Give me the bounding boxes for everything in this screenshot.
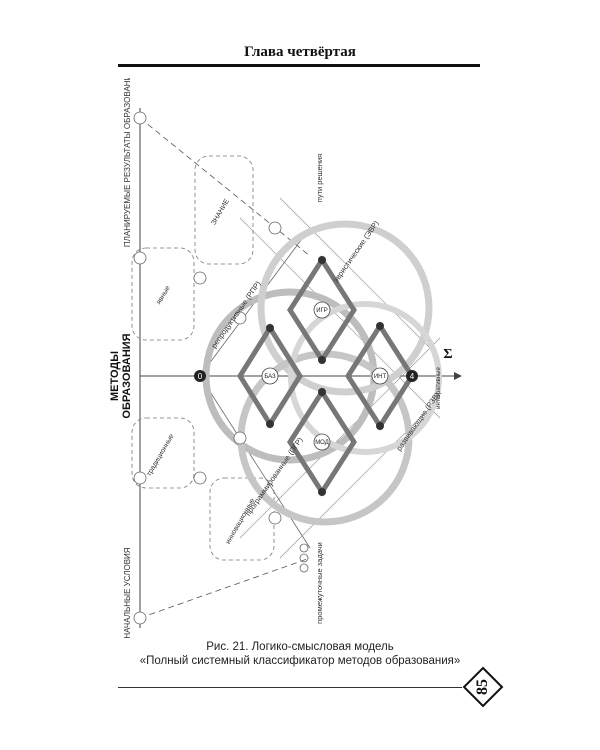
axis-arrow: [454, 372, 462, 380]
path-node: [233, 431, 247, 445]
caption-line-2: «Полный системный классификатор методов …: [139, 655, 461, 667]
running-header: Глава четвёртая: [244, 44, 356, 60]
task-circle: [299, 543, 309, 553]
vertex-node: [376, 322, 384, 330]
path-node: [268, 221, 282, 235]
caption-line-1: Рис. 21. Логико-смысловая модель: [206, 641, 394, 653]
label-integrative: интегративные: [436, 367, 442, 409]
path-node: [193, 271, 207, 285]
page-number: 85: [474, 679, 491, 695]
group-yavnoe: [131, 247, 195, 341]
diamond-igr: [287, 255, 357, 365]
header-rule: [118, 64, 480, 67]
diamond-basic: [237, 323, 303, 429]
circle-heuristic: [257, 220, 433, 396]
footer-rule: [118, 687, 462, 688]
label-reproductive: репродуктивные (РПР): [209, 279, 262, 350]
label-basic: БАЗ: [264, 374, 276, 380]
label-znanie: ЗНАНИЕ: [210, 198, 231, 227]
center-igr: [313, 301, 331, 319]
task-circle: [299, 553, 309, 563]
vertex-node: [318, 256, 326, 264]
page-number-frame: [462, 666, 504, 708]
node-0-label: 0: [198, 372, 203, 381]
vertex-node: [266, 324, 274, 332]
label-traditional: традиционные: [146, 433, 176, 478]
vertex-node: [376, 422, 384, 430]
path-node: [233, 311, 247, 325]
guide-line: [279, 197, 431, 349]
label-methods-line1: МЕТОДЫ: [109, 351, 121, 401]
classifier-diagram: 0 4 БАЗ ИГР МОД ИНТ ПЛАНИРУЕМЫЕ РЕЗУЛЬТА…: [109, 78, 462, 638]
task-circle: [299, 563, 309, 573]
path-node: [193, 471, 207, 485]
label-solution-paths: пути решения: [315, 154, 324, 202]
path-node: [133, 251, 147, 265]
lower-ray: [199, 375, 311, 549]
bottom-diagonal: [139, 557, 311, 619]
vertex-node: [318, 388, 326, 396]
figure-caption: Рис. 21. Логико-смысловая модель «Полный…: [0, 640, 600, 668]
page-number-badge: 85: [462, 666, 504, 708]
guide-line: [279, 407, 431, 559]
label-yavnoe: явные: [156, 285, 172, 306]
path-node: [268, 511, 282, 525]
center-int: [371, 367, 389, 385]
label-initial-conditions: НАЧАЛЬНЫЕ УСЛОВИЯ: [123, 547, 132, 638]
group-traditional: [131, 417, 195, 489]
path-node: [133, 111, 147, 125]
node-4-label: 4: [410, 372, 415, 381]
node-0: [194, 370, 206, 382]
center-mod: [313, 433, 331, 451]
label-methods-line2: ОБРАЗОВАНИЯ: [121, 333, 133, 418]
vertex-node: [266, 420, 274, 428]
center-basic: [261, 367, 279, 385]
vertex-node: [318, 356, 326, 364]
label-sigma: Σ: [443, 347, 452, 362]
label-intermediate-tasks: промежуточные задачи: [315, 542, 324, 624]
path-node: [133, 611, 147, 625]
group-znanie: [194, 155, 254, 265]
path-node: [133, 471, 147, 485]
vertex-node: [318, 488, 326, 496]
top-diagonal: [139, 117, 311, 257]
diamond-mod: [287, 387, 357, 497]
label-planned-results: ПЛАНИРУЕМЫЕ РЕЗУЛЬТАТЫ ОБРАЗОВАНИЯ: [123, 78, 132, 247]
label-mod: МОД: [315, 440, 329, 446]
label-igr: ИГР: [316, 308, 328, 314]
circle-developing: [288, 301, 442, 455]
label-int: ИНТ: [374, 374, 387, 380]
node-4: [406, 370, 418, 382]
